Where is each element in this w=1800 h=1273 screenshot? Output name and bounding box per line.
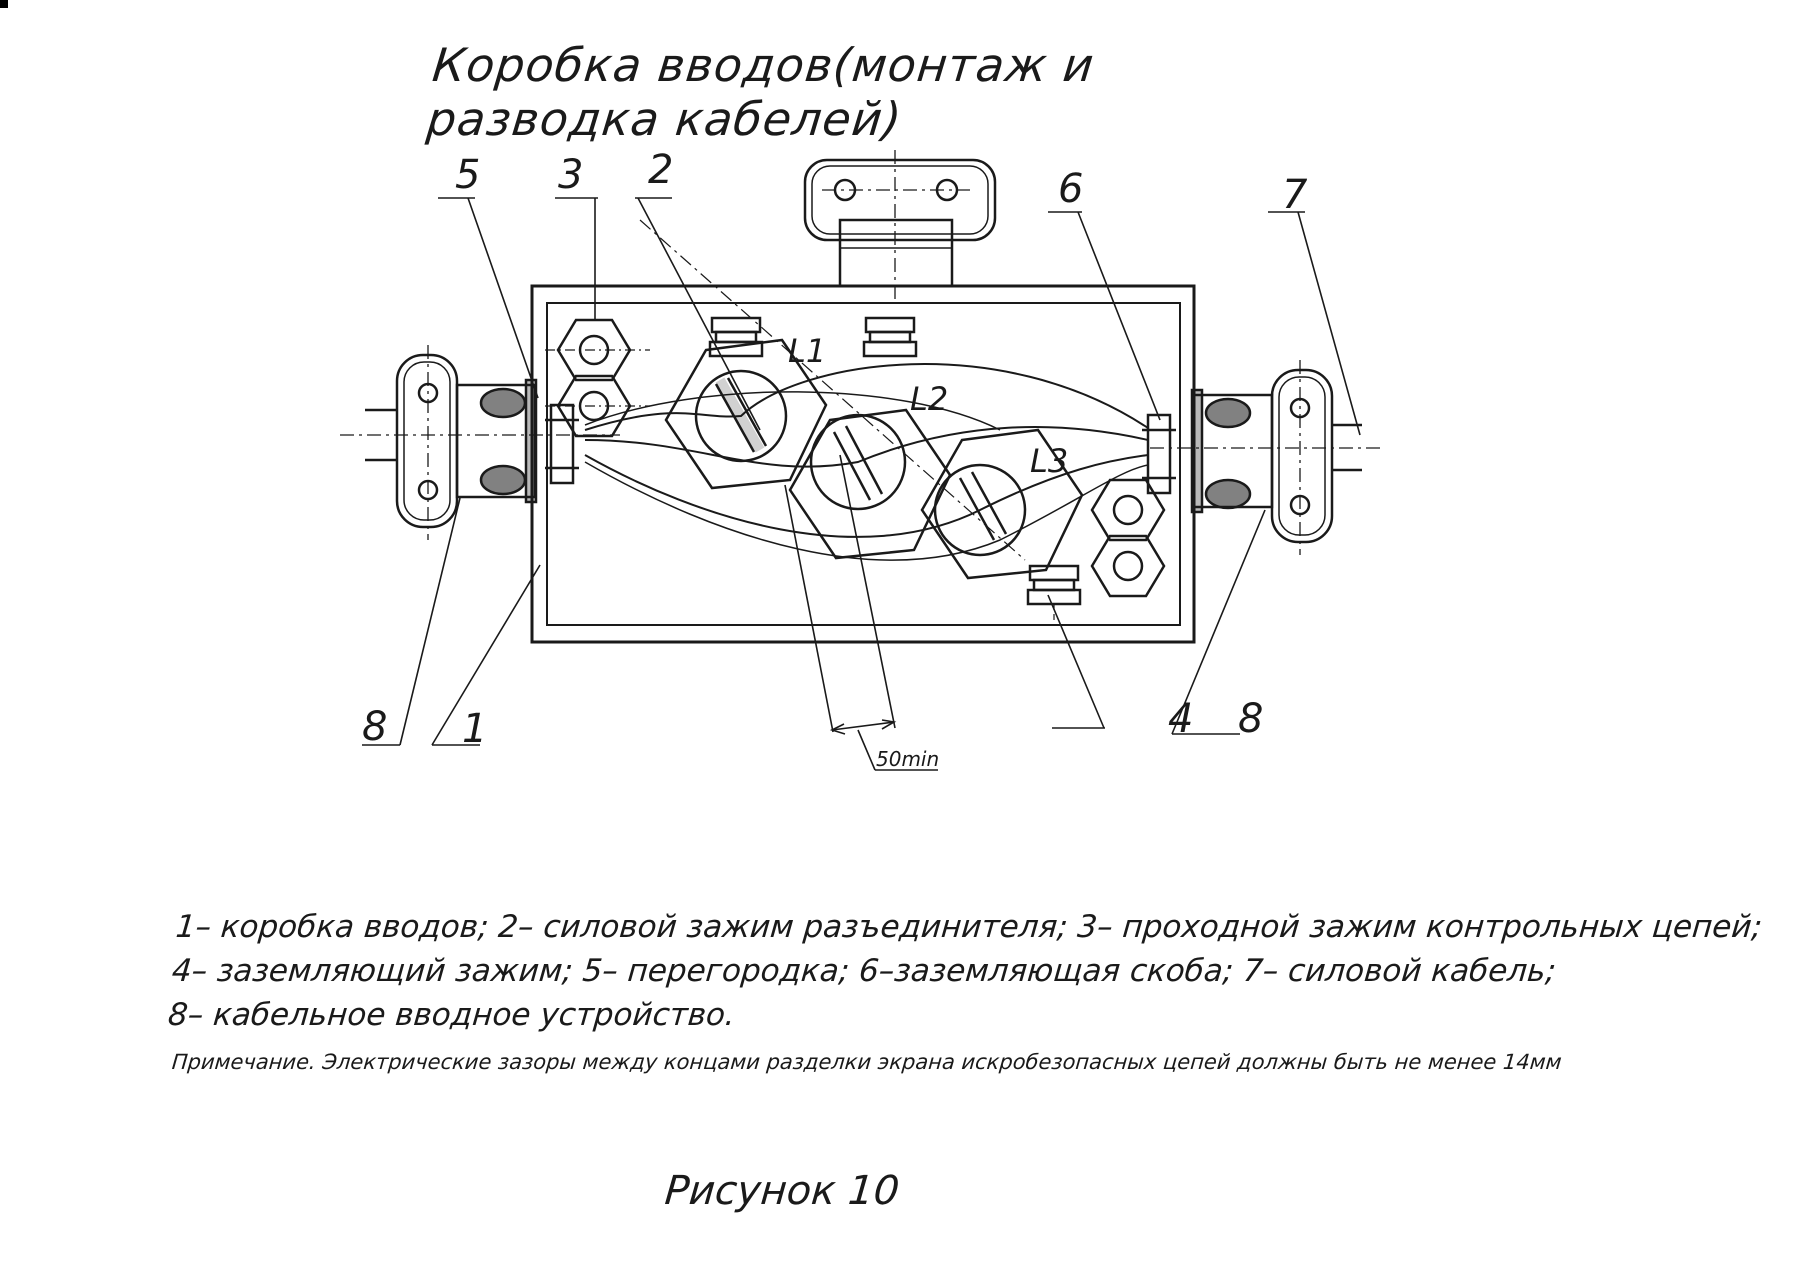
legend: 1– коробка вводов; 2– силовой зажим разъ… [166, 905, 1764, 1037]
left-cable-entry [340, 345, 620, 540]
power-cables [584, 363, 1149, 561]
phase-label-l2: L2 [910, 380, 948, 418]
callout-6: 6 [1058, 166, 1083, 212]
callout-8-right: 8 [1238, 696, 1263, 742]
figure-caption: Рисунок 10 [662, 1168, 902, 1214]
junction-box-body [530, 284, 1196, 644]
callout-4: 4 [1168, 696, 1193, 742]
earthing-clamp-top-center [862, 316, 918, 358]
note: Примечание. Электрические зазоры между к… [170, 1050, 1563, 1074]
legend-line-3: 8– кабельное вводное устройство. [166, 997, 737, 1033]
earthing-bracket-right [1142, 413, 1176, 495]
earthing-bracket-left [545, 403, 579, 485]
callout-1: 1 [462, 706, 487, 752]
scan-corner-mark [0, 0, 8, 8]
right-cable-entry [1150, 360, 1380, 555]
top-cable-entry [803, 150, 997, 300]
callout-8-left: 8 [362, 704, 387, 750]
callout-2: 2 [648, 147, 673, 193]
power-clamp-l2 [788, 408, 952, 560]
leader-lines [362, 197, 1361, 746]
clearance-dimension [784, 454, 938, 771]
earthing-clamp-bottom [1026, 564, 1082, 620]
power-clamp-l3 [920, 428, 1084, 580]
clamp-axis-line [639, 219, 1026, 561]
control-terminals-left [545, 318, 650, 438]
dimension-label: 50min [876, 747, 939, 771]
legend-line-1: 1– коробка вводов; 2– силовой зажим разъ… [174, 909, 1764, 945]
callout-7: 7 [1282, 172, 1308, 218]
phase-label-l1: L1 [788, 332, 826, 370]
callout-5: 5 [455, 152, 480, 198]
legend-line-2: 4– заземляющий зажим; 5– перегородка; 6–… [170, 953, 1558, 989]
control-terminals-right [1090, 478, 1166, 598]
callout-3: 3 [558, 152, 583, 198]
phase-label-l3: L3 [1030, 442, 1068, 480]
